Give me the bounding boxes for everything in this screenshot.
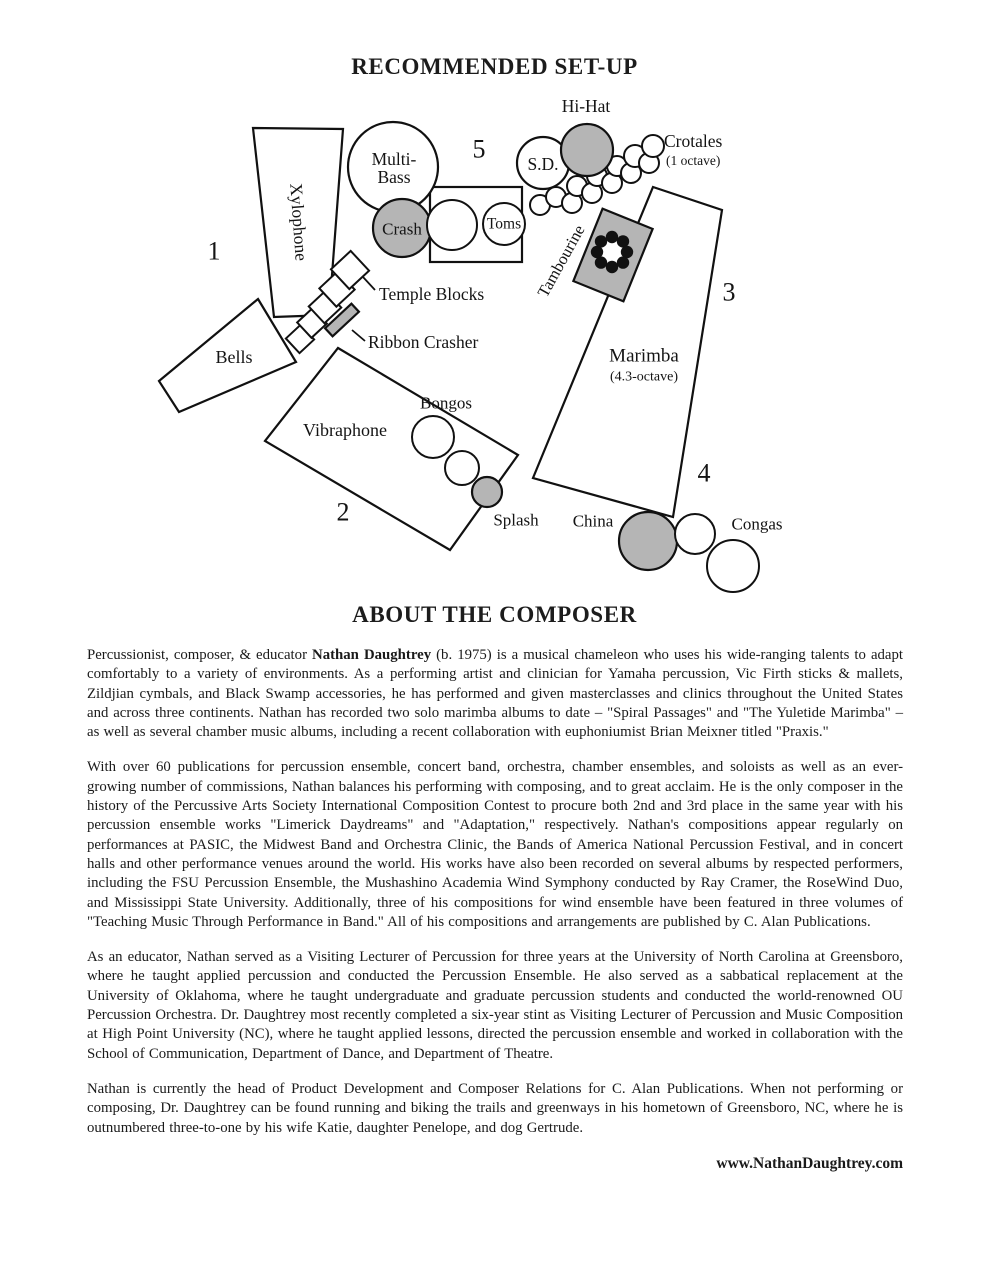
ribbon-crasher-label: Ribbon Crasher [368, 332, 479, 352]
website-link[interactable]: www.NathanDaughtrey.com [716, 1154, 903, 1172]
zone-number-3: 3 [723, 278, 736, 307]
zone-number-2: 2 [337, 498, 350, 527]
crotales-discs [529, 134, 665, 216]
zone-number-5: 5 [473, 135, 486, 164]
bongos-label: Bongos [420, 394, 472, 413]
temple-blocks-label: Temple Blocks [379, 284, 484, 304]
temple-blocks-shape [284, 249, 371, 355]
paragraph-1-prefix: Percussionist, composer, & educator [87, 647, 313, 663]
setup-title: RECOMMENDED SET-UP [351, 54, 638, 79]
hi-hat-circle [559, 122, 615, 178]
bells-label: Bells [215, 347, 252, 367]
china-cymbal-circle [617, 510, 679, 572]
about-paragraph-1: Percussionist, composer, & educator Nath… [87, 646, 903, 742]
marimba-label: Marimba [609, 346, 679, 367]
china-label: China [573, 512, 614, 531]
splash-label: Splash [493, 511, 539, 530]
ribbon-crasher-shape [323, 302, 361, 338]
hi-hat-label: Hi-Hat [562, 96, 611, 116]
about-paragraph-3: As an educator, Nathan served as a Visit… [87, 949, 903, 1062]
multi-bass-label-line2: Bass [377, 167, 410, 187]
bongo-circle-small [444, 450, 480, 486]
marimba-octave-label: (4.3-octave) [610, 370, 678, 385]
tom-circle-left [426, 199, 478, 251]
about-paragraph-2: With over 60 publications for percussion… [87, 759, 903, 930]
crotales-octave-label: (1 octave) [666, 153, 720, 168]
congas-label: Congas [732, 515, 783, 534]
zone-number-1: 1 [208, 237, 221, 266]
tambourine-shape [571, 207, 655, 303]
temple-block [329, 249, 371, 291]
vibraphone-label: Vibraphone [303, 420, 387, 440]
tambourine-jingles [590, 230, 634, 274]
snare-label: S.D. [527, 154, 558, 174]
bongo-circle-large [411, 415, 455, 459]
percussion-setup-diagram: Xylophone Multi- Bass Crash Toms 5 S.D. … [157, 96, 783, 593]
ribbon-crasher-pointer-line [351, 329, 366, 342]
multi-bass-label-line1: Multi- [372, 149, 417, 169]
bells-shape [157, 297, 298, 414]
crotale-disc [641, 134, 665, 158]
zone-number-4: 4 [698, 459, 711, 488]
about-paragraph-4: Nathan is currently the head of Product … [87, 1080, 903, 1136]
temple-blocks-pointer-line [362, 276, 376, 291]
about-the-composer-text: Percussionist, composer, & educator Nath… [87, 646, 903, 1173]
crash-label: Crash [382, 220, 422, 239]
composer-name: Nathan Daughtrey [312, 647, 432, 663]
composer-title: ABOUT THE COMPOSER [352, 602, 637, 627]
vibraphone-shape [263, 346, 520, 552]
splash-cymbal-circle [470, 475, 504, 509]
conga-circle-large [706, 539, 760, 593]
marimba-shape [531, 185, 724, 519]
tom-circle-right [482, 202, 526, 246]
toms-label: Toms [487, 216, 521, 233]
paragraph-1-rest: (b. 1975) is a musical chameleon who use… [87, 647, 904, 741]
crotales-label: Crotales [664, 131, 723, 151]
conga-circle-small [674, 513, 716, 555]
